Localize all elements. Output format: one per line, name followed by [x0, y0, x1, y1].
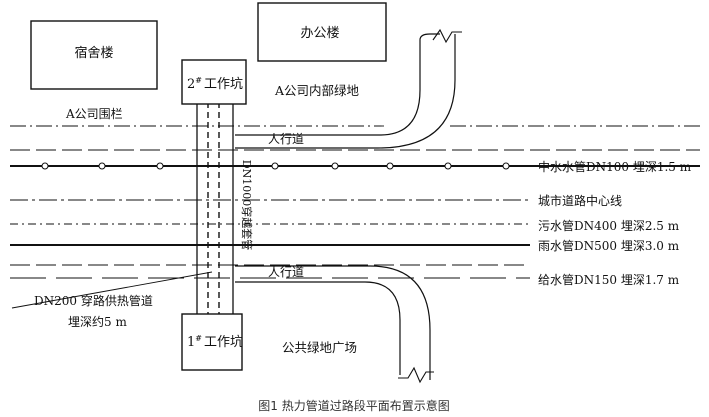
access-road-bottom-inner	[235, 265, 431, 380]
pipe-node	[386, 162, 394, 170]
water-supply-label: 给水管DN150 埋深1.7 m	[538, 272, 680, 287]
figure-caption: 图1 热力管道过路段平面布置示意图	[258, 398, 449, 413]
reclaimed-pipe-label: 中水水管DN100 埋深1.5 m	[538, 159, 692, 174]
break-mark-bottom	[398, 366, 434, 384]
pipe-node	[98, 162, 106, 170]
pipe-node	[331, 162, 339, 170]
heating-depth-label: 埋深约5 m	[68, 314, 127, 329]
office-building	[257, 2, 387, 62]
fence-label: A公司围栏	[65, 106, 123, 121]
heating-pipe-label: DN200 穿路供热管道	[34, 293, 153, 308]
public-square-label: 公共绿地广场	[282, 340, 357, 355]
access-road-top-inner	[235, 34, 456, 149]
company-green-label: A公司内部绿地	[274, 83, 360, 98]
pipe-node	[502, 162, 510, 170]
office-label: 办公楼	[300, 26, 339, 41]
sidewalk-top-label: 人行道	[268, 132, 304, 146]
access-road-top-outer	[235, 33, 440, 136]
dormitory-building	[30, 20, 158, 90]
work-pit-2	[181, 59, 247, 105]
work-pit-1	[181, 313, 243, 371]
casing-label: DN1000穿越套管	[240, 160, 254, 250]
pipe-node	[444, 162, 452, 170]
pipe-node	[41, 162, 49, 170]
work-pit-2-label: 2#工作坑	[187, 76, 243, 92]
sewage-pipe-label: 污水管DN400 埋深2.5 m	[538, 218, 680, 233]
sidewalk-bottom-label: 人行道	[268, 265, 304, 279]
dormitory-label: 宿舍楼	[74, 45, 113, 61]
work-pit-1-label: 1#工作坑	[187, 334, 243, 350]
pipe-node	[271, 162, 279, 170]
rain-pipe-label: 雨水管DN500 埋深3.0 m	[538, 238, 680, 253]
heating-leader-line	[11, 271, 213, 309]
centerline-label: 城市道路中心线	[538, 193, 622, 208]
pipe-node	[156, 162, 164, 170]
break-mark-top	[432, 28, 462, 44]
access-road-bottom-outer	[235, 281, 401, 375]
